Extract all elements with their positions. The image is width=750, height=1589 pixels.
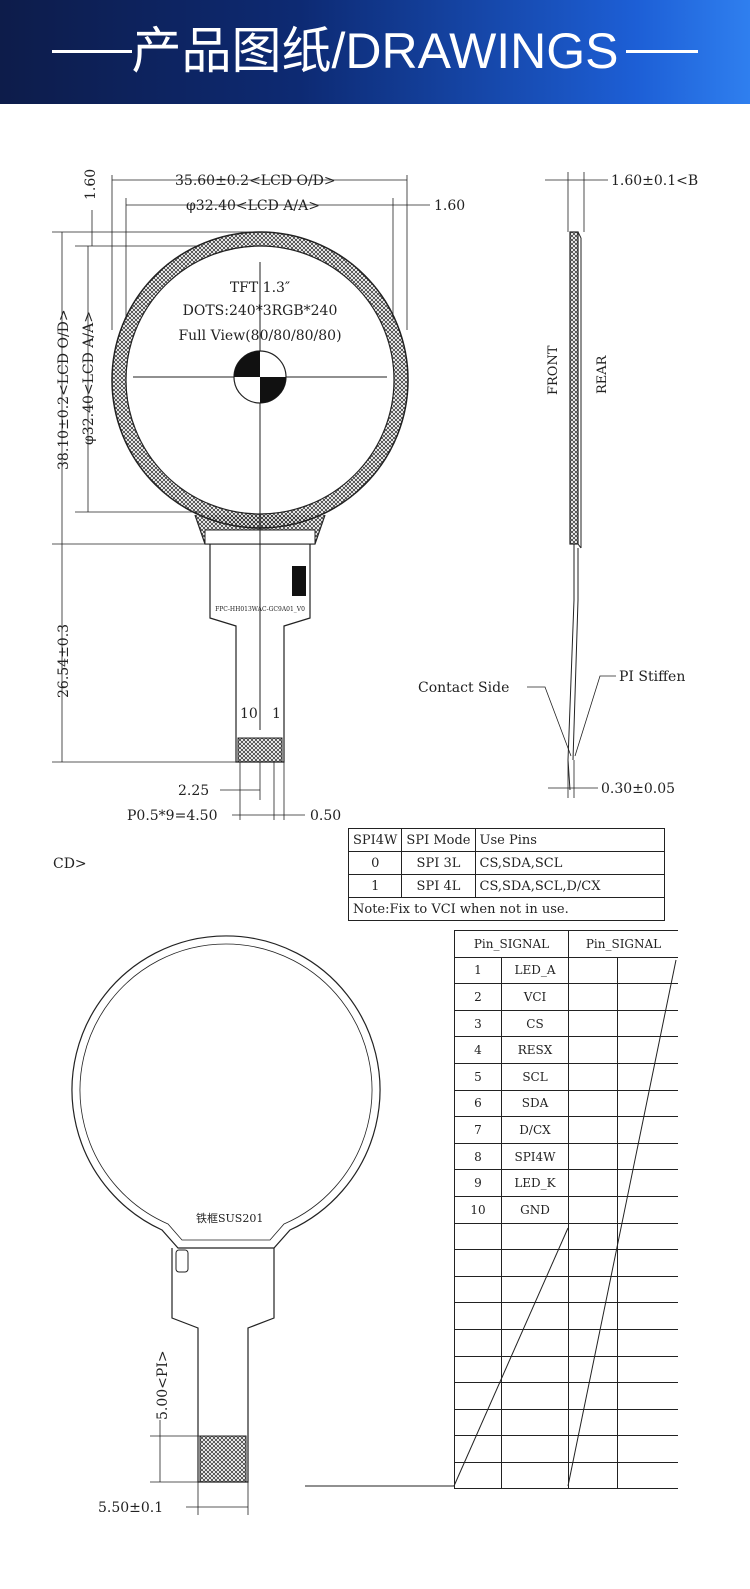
side-fpc xyxy=(567,544,575,791)
side-view-labels: 1.60±0.1<B FRONT REAR Contact Side PI St… xyxy=(418,173,698,797)
front-view-labels: 35.60±0.2<LCD O/D> φ32.40<LCD A/A> 1.60 … xyxy=(56,169,465,824)
pin-signal: LED_K xyxy=(501,1169,569,1197)
aa-height-dim-label: φ32.40<LCD A/A> xyxy=(81,311,97,445)
spi-row-0-pins: CS,SDA,SCL xyxy=(474,851,665,875)
spi-row-1-pins: CS,SDA,SCL,D/CX xyxy=(474,874,665,898)
spi-row-0-mode: SPI 3L xyxy=(401,851,476,875)
pin-number: 5 xyxy=(454,1062,502,1091)
banner-title: 产品图纸/DRAWINGS xyxy=(131,23,619,79)
contact-side-label: Contact Side xyxy=(418,680,509,696)
pin-row-empty xyxy=(454,1355,678,1384)
screen-line-3: Full View(80/80/80/80) xyxy=(178,328,341,344)
spi-row-1-value: 1 xyxy=(347,874,403,898)
aa-width-dim-label: φ32.40<LCD A/A> xyxy=(186,198,320,214)
pin-row-empty xyxy=(454,1302,678,1330)
pin-row-empty xyxy=(454,1222,678,1251)
back-view-label: CD> xyxy=(53,856,87,872)
spi-header-mode: SPI Mode xyxy=(401,828,476,852)
pin-signal: SDA xyxy=(501,1089,569,1118)
pin-row-empty xyxy=(454,1435,678,1463)
banner-rule-left xyxy=(52,50,132,53)
pin-signal: GND xyxy=(501,1195,569,1224)
pin-number: 4 xyxy=(454,1036,502,1064)
rear-label: REAR xyxy=(595,354,610,394)
side-profile xyxy=(569,231,579,545)
screen-line-1: TFT 1.3″ xyxy=(230,280,290,296)
pin-signal: D/CX xyxy=(501,1116,569,1144)
pin-number: 8 xyxy=(454,1142,502,1171)
back-outline xyxy=(71,935,381,1249)
thickness-dim-label: 1.60±0.1<B xyxy=(611,173,698,189)
pin-row-empty xyxy=(454,1328,678,1357)
back-view xyxy=(71,935,381,1515)
side-view xyxy=(527,172,616,798)
fpc-thickness-dim-label: 0.30±0.05 xyxy=(601,781,675,797)
front-label: FRONT xyxy=(546,345,561,395)
spi-mode-table: SPI4W SPI Mode Use Pins 0 SPI 3L CS,SDA,… xyxy=(347,828,665,921)
pin-right-label: 1 xyxy=(272,706,281,722)
spi-header-spi4w: SPI4W xyxy=(347,828,403,852)
pad-dim-label: 0.50 xyxy=(310,808,341,824)
back-view-labels: CD> 铁框SUS201 5.00<PI> 5.50±0.1 xyxy=(53,856,263,1516)
pin-row-empty xyxy=(454,1461,678,1490)
spi-row-1-mode: SPI 4L xyxy=(401,874,476,898)
back-width-dim-label: 5.50±0.1 xyxy=(98,1500,163,1516)
fpc-pads xyxy=(237,737,283,763)
spi-header-pins: Use Pins xyxy=(474,828,665,852)
fpc-code-label: FPC-HH013WAC-GC9A01_V0 xyxy=(215,606,305,613)
banner-rule-right xyxy=(626,50,698,53)
pin-signal: RESX xyxy=(501,1036,569,1064)
front-view xyxy=(52,175,430,820)
height-od-dim-label: 38.10±0.2<LCD O/D> xyxy=(56,309,72,470)
pin-row-empty xyxy=(454,1275,678,1304)
stiffener-label: PI Stiffen xyxy=(619,669,685,685)
screen-line-2: DOTS:240*3RGB*240 xyxy=(183,303,338,319)
pin-signal: SCL xyxy=(501,1062,569,1091)
pin-left-label: 10 xyxy=(240,706,258,722)
pin-row-empty xyxy=(454,1249,678,1277)
pin-number: 6 xyxy=(454,1089,502,1118)
spi-row-0-value: 0 xyxy=(347,851,403,875)
fpc-half-dim-label: 2.25 xyxy=(178,783,209,799)
fpc-length-dim-label: 26.54±0.3 xyxy=(56,624,72,698)
pin-header-left: Pin_SIGNAL xyxy=(454,930,569,958)
pin-signal: LED_A xyxy=(501,956,569,985)
top-margin-dim-label: 1.60 xyxy=(83,169,99,200)
stiffener-dim-label: 5.00<PI> xyxy=(155,1350,171,1420)
pin-signal: VCI xyxy=(501,983,569,1011)
pi-stiffener xyxy=(199,1435,247,1483)
pin-signal: CS xyxy=(501,1009,569,1038)
pin-number: 7 xyxy=(454,1116,502,1144)
pin-number: 9 xyxy=(454,1169,502,1197)
material-label: 铁框SUS201 xyxy=(196,1212,263,1225)
pin-number: 2 xyxy=(454,983,502,1011)
pin-row-empty xyxy=(454,1408,678,1437)
pitch-dim-label: P0.5*9=4.50 xyxy=(127,808,218,824)
pin-number: 10 xyxy=(454,1195,502,1224)
pin-header-right: Pin_SIGNAL xyxy=(568,930,678,958)
spi-note: Note:Fix to VCI when not in use. xyxy=(348,897,665,921)
fpc-component xyxy=(292,566,306,596)
width-dim-label: 35.60±0.2<LCD O/D> xyxy=(175,173,336,189)
pin-number: 1 xyxy=(454,956,502,985)
pin-row-empty xyxy=(454,1382,678,1410)
right-margin-dim-label: 1.60 xyxy=(434,198,465,214)
pin-signal: SPI4W xyxy=(501,1142,569,1171)
header-banner: 产品图纸/DRAWINGS xyxy=(0,0,750,104)
pin-number: 3 xyxy=(454,1009,502,1038)
